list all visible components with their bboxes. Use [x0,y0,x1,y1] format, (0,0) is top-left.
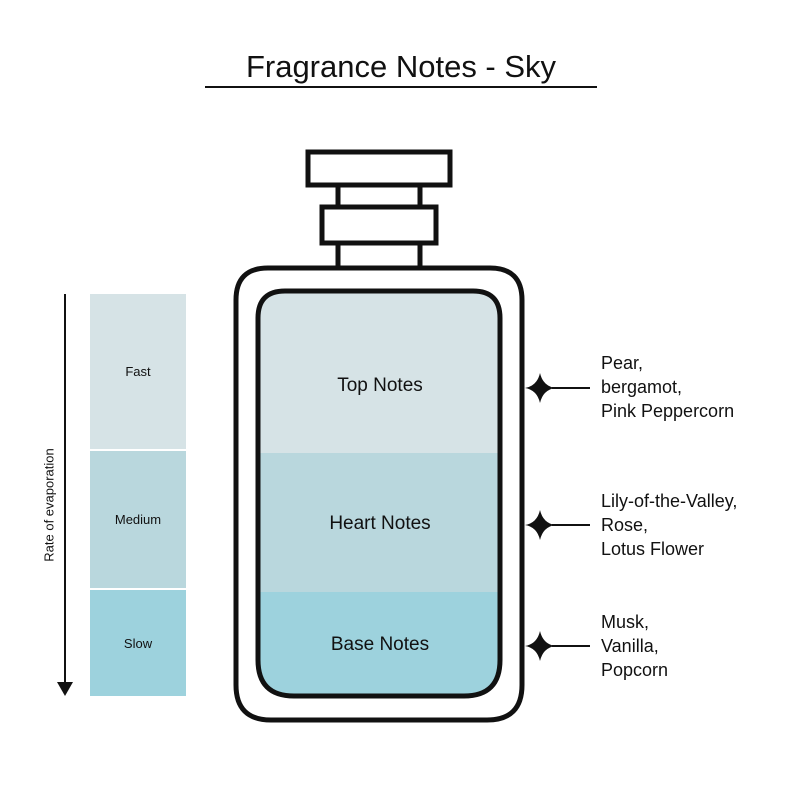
note-item: Popcorn [601,660,669,680]
scale-fast-label: Fast [125,364,151,379]
top-notes-layer [258,291,500,453]
top-notes-list: Pear, bergamot, Pink Peppercorn [601,351,734,423]
four-point-star-icon [525,510,555,540]
note-item: Musk, [601,612,650,632]
heart-notes-marker [525,510,590,540]
four-point-star-icon [525,631,555,661]
bottle-cap [305,149,453,188]
note-item: bergamot, [601,377,683,397]
base-notes-layer [258,592,500,696]
top-notes-marker [525,373,590,403]
note-item: Lotus Flower [601,539,705,559]
page-title: Fragrance Notes - Sky [245,49,557,84]
scale-medium: Medium [90,451,186,588]
bottle-cap-collar [319,204,439,246]
note-item: Rose, [601,515,649,535]
title-underline [205,86,597,88]
scale-fast: Fast [90,294,186,449]
base-notes-list: Musk, Vanilla, Popcorn [601,610,668,682]
down-arrow-icon [57,682,73,696]
note-item: Vanilla, [601,636,659,656]
note-item: Pear, [601,353,644,373]
heart-notes-list: Lily-of-the-Valley, Rose, Lotus Flower [601,489,737,561]
note-item: Pink Peppercorn [601,401,735,421]
scale-slow: Slow [90,590,186,696]
heart-notes-label: Heart Notes [329,513,431,534]
scale-medium-label: Medium [114,512,162,527]
top-notes-label: Top Notes [337,375,423,396]
four-point-star-icon [525,373,555,403]
heart-notes-layer [258,453,500,592]
base-notes-marker [525,631,590,661]
scale-slow-label: Slow [123,635,153,651]
base-notes-label: Base Notes [330,634,430,655]
note-item: Lily-of-the-Valley, [601,491,738,511]
bottle-inner-outline [255,288,503,699]
evaporation-axis-line [64,294,66,684]
